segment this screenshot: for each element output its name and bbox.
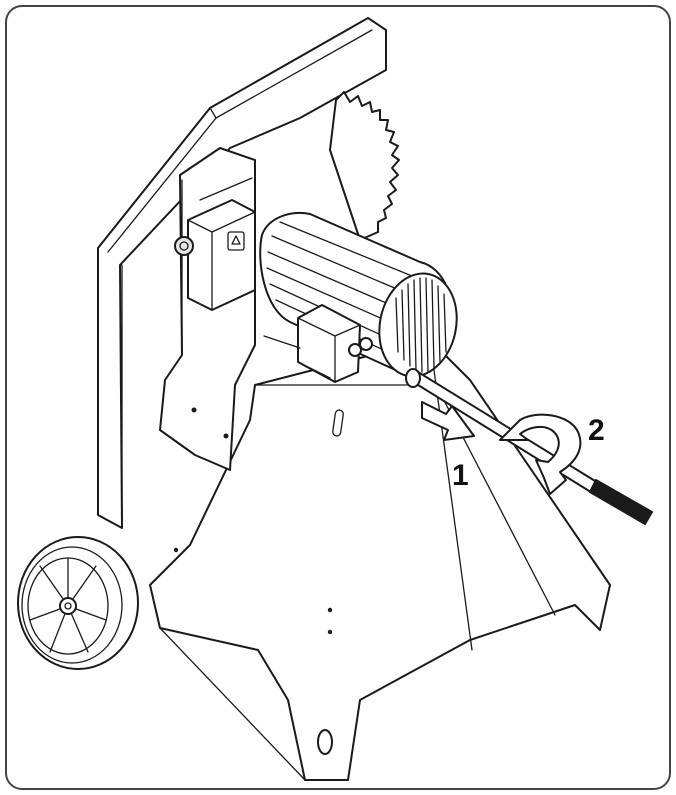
wheel <box>17 536 139 670</box>
step-2-arrow <box>499 413 582 495</box>
step-1-arrow <box>421 401 475 441</box>
switch-box <box>174 199 256 311</box>
wheel-hub <box>59 597 77 615</box>
saw-blade <box>329 91 400 241</box>
step-1-label: 1 <box>452 459 469 492</box>
power-knob[interactable] <box>174 236 194 256</box>
step-2-label: 2 <box>588 414 605 447</box>
blade-guard <box>97 17 387 529</box>
terminal-box <box>263 304 373 383</box>
stand-slot <box>332 409 344 437</box>
figure-frame <box>5 5 671 790</box>
stand-hole <box>317 729 333 755</box>
switch-button[interactable] <box>227 231 245 251</box>
